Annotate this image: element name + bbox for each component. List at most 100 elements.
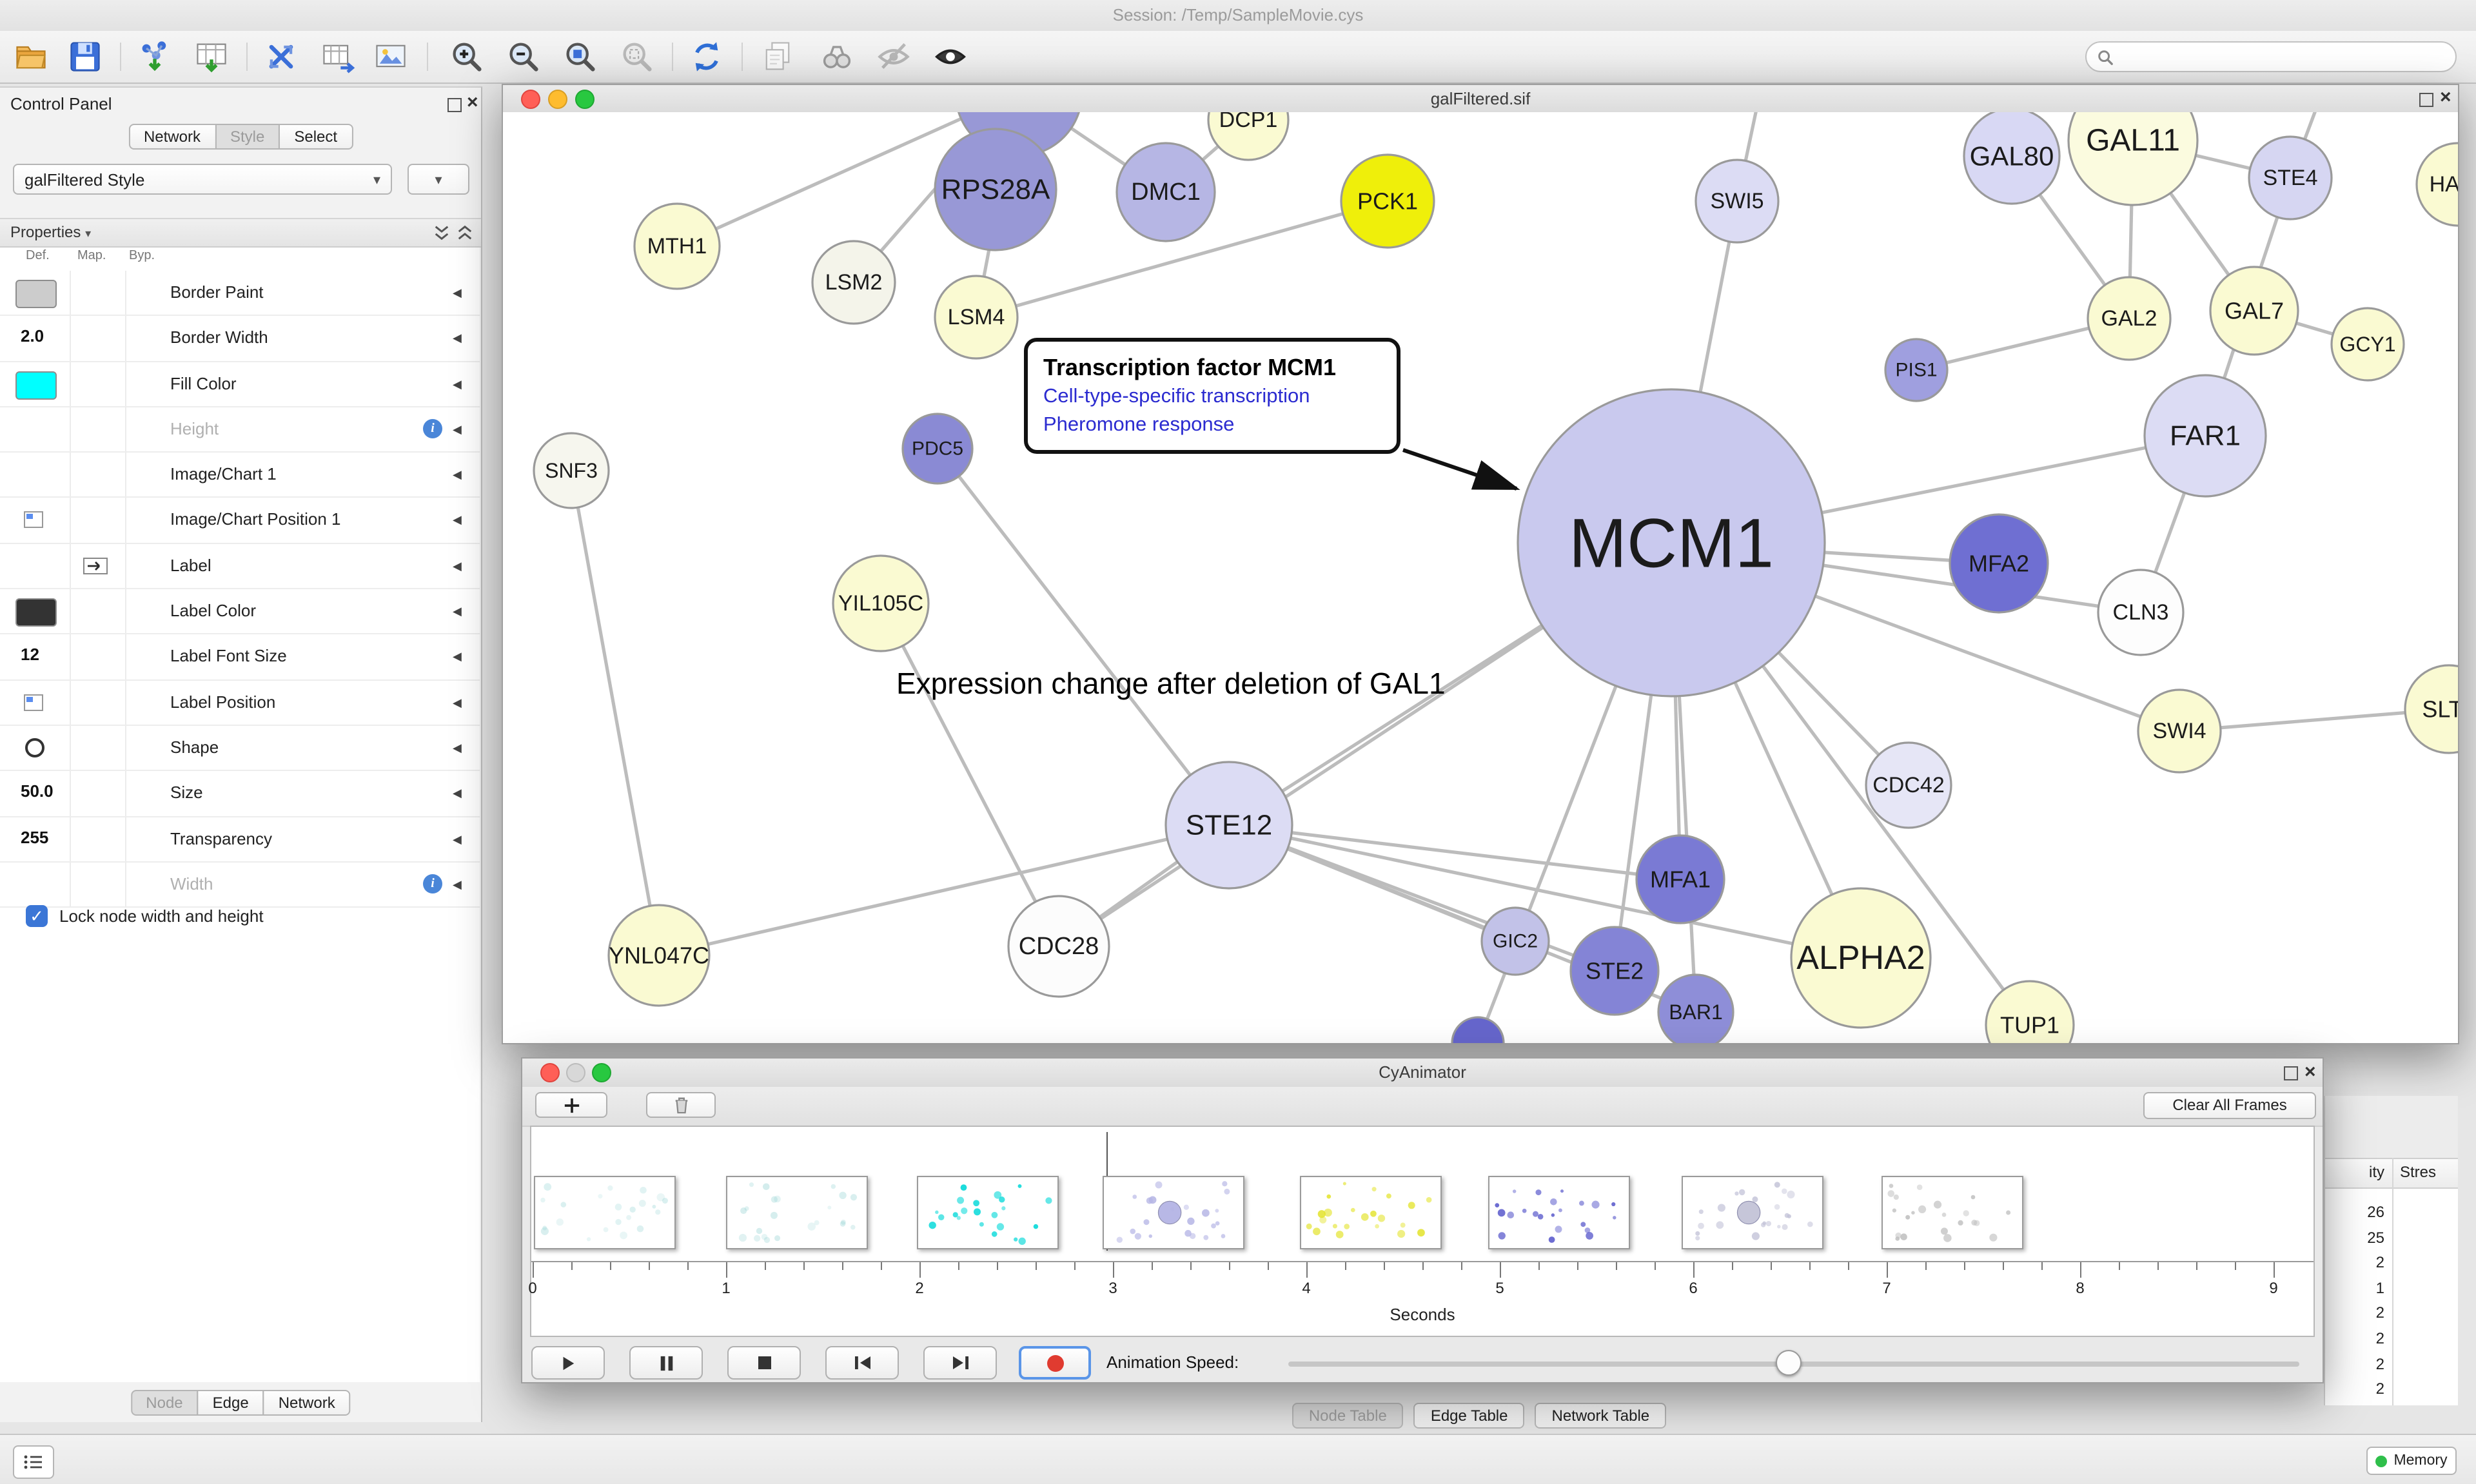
frame-thumbnail-3[interactable] [1103,1176,1244,1249]
edge[interactable] [879,602,1061,948]
node-MFA2[interactable] [1949,513,2049,614]
speed-slider-thumb[interactable] [1776,1350,1802,1376]
node-GIC2[interactable] [1480,906,1550,976]
node-GAL80[interactable] [1963,112,2061,205]
annotation-box[interactable]: Transcription factor MCM1 Cell-type-spec… [1024,338,1400,454]
copy-icon[interactable] [760,39,796,75]
network-window-titlebar[interactable]: galFiltered.sif × [503,85,2458,113]
node-MTH1[interactable] [633,202,721,290]
node-STE2[interactable] [1569,926,1660,1016]
edge[interactable] [1228,823,1862,960]
record-button[interactable] [1019,1346,1091,1380]
expand-row-arrow-icon[interactable]: ◀ [453,331,462,345]
frame-thumbnail-6[interactable] [1682,1176,1823,1249]
hide-selected-icon[interactable] [876,39,912,75]
node-DMC1[interactable] [1115,142,1216,242]
float-window-icon[interactable] [2284,1066,2298,1080]
node-RPS28A[interactable] [934,128,1057,251]
node-GCY1[interactable] [2330,307,2405,382]
node-SLT2[interactable] [2404,664,2458,754]
expand-row-arrow-icon[interactable]: ◀ [453,696,462,709]
node-GAL11[interactable] [2067,112,2199,206]
apply-preferred-layout-icon[interactable] [689,39,725,75]
minimize-window-icon[interactable] [548,89,567,108]
node-LSM2[interactable] [811,240,896,325]
zoom-window-icon[interactable] [592,1063,611,1082]
node-YNL047C[interactable] [607,904,711,1007]
node-CDC42[interactable] [1865,741,1952,829]
node-CLN3[interactable] [2097,569,2185,656]
node-SNF3[interactable] [533,432,610,509]
close-window-icon[interactable] [540,1063,560,1082]
node-HAP4[interactable] [2415,142,2458,227]
expand-row-arrow-icon[interactable]: ◀ [453,559,462,572]
node-CDC28[interactable] [1007,895,1110,998]
node-MCM1[interactable] [1517,388,1826,698]
annotation-link[interactable]: Cell-type-specific transcription [1043,386,1310,407]
node-STE4[interactable] [2248,135,2333,220]
edge[interactable] [936,447,1231,826]
show-all-icon[interactable] [932,39,968,75]
close-window-icon[interactable] [521,89,540,108]
node-BAR1[interactable] [1657,973,1734,1043]
passthrough-mapping-icon[interactable] [83,557,108,575]
memory-button[interactable]: Memory [2366,1447,2457,1475]
search-field[interactable] [2085,41,2457,72]
property-row[interactable]: Label◀ [0,543,480,590]
table-column-header[interactable]: ity [2369,1163,2384,1181]
node-GAL2[interactable] [2087,276,2172,361]
export-network-icon[interactable] [263,39,299,75]
default-value-swatch[interactable] [15,598,57,627]
close-panel-icon[interactable]: × [467,92,478,113]
zoom-out-icon[interactable] [506,39,542,75]
cyanimator-titlebar[interactable]: CyAnimator × [522,1059,2323,1088]
node-LSM4[interactable] [934,275,1019,360]
tab-network[interactable]: Network [128,124,216,150]
property-row[interactable]: Image/Chart 1◀ [0,453,480,498]
add-frame-button[interactable] [535,1092,607,1118]
frame-thumbnail-0[interactable] [534,1176,676,1249]
float-panel-icon[interactable] [447,98,462,112]
node-TUP1[interactable] [1985,980,2075,1043]
save-session-icon[interactable] [67,39,103,75]
node-SWI5[interactable] [1695,159,1780,244]
clear-all-frames-button[interactable]: Clear All Frames [2143,1092,2316,1119]
frame-thumbnail-1[interactable] [726,1176,868,1249]
search-input[interactable] [2121,46,2445,67]
export-image-icon[interactable] [373,39,409,75]
zoom-window-icon[interactable] [575,89,594,108]
node-YIL105C[interactable] [832,554,930,652]
node-PCK1[interactable] [1340,153,1435,249]
minimize-window-icon[interactable] [566,1063,585,1082]
edge[interactable] [2179,707,2450,733]
annotation-arrow[interactable] [1402,448,1520,491]
node-STE12[interactable] [1164,761,1293,890]
expand-row-arrow-icon[interactable]: ◀ [453,786,462,800]
zoom-in-icon[interactable] [449,39,485,75]
property-row[interactable]: Shape◀ [0,725,480,772]
default-value-swatch[interactable] [15,280,57,308]
property-row[interactable]: Label Position◀ [0,680,480,726]
skip-to-end-button[interactable] [923,1346,997,1380]
expand-row-arrow-icon[interactable]: ◀ [453,468,462,482]
node-PDC5[interactable] [901,413,974,485]
pause-button[interactable] [629,1346,703,1380]
node-ALPHA2[interactable] [1790,887,1932,1029]
lock-size-checkbox[interactable]: ✓ [26,905,48,927]
frame-thumbnail-7[interactable] [1882,1176,2023,1249]
close-view-icon[interactable]: × [2304,1061,2316,1083]
edge[interactable] [569,470,661,956]
frame-thumbnail-5[interactable] [1488,1176,1630,1249]
delete-frame-button[interactable] [646,1092,716,1118]
expand-row-arrow-icon[interactable]: ◀ [453,605,462,618]
tab-edge[interactable]: Edge [197,1390,264,1416]
style-options-menu-button[interactable]: ▾ [408,164,469,195]
position-icon[interactable] [23,693,44,711]
property-row[interactable]: Border Paint◀ [0,271,480,317]
graphics-details-icon[interactable] [819,39,855,75]
